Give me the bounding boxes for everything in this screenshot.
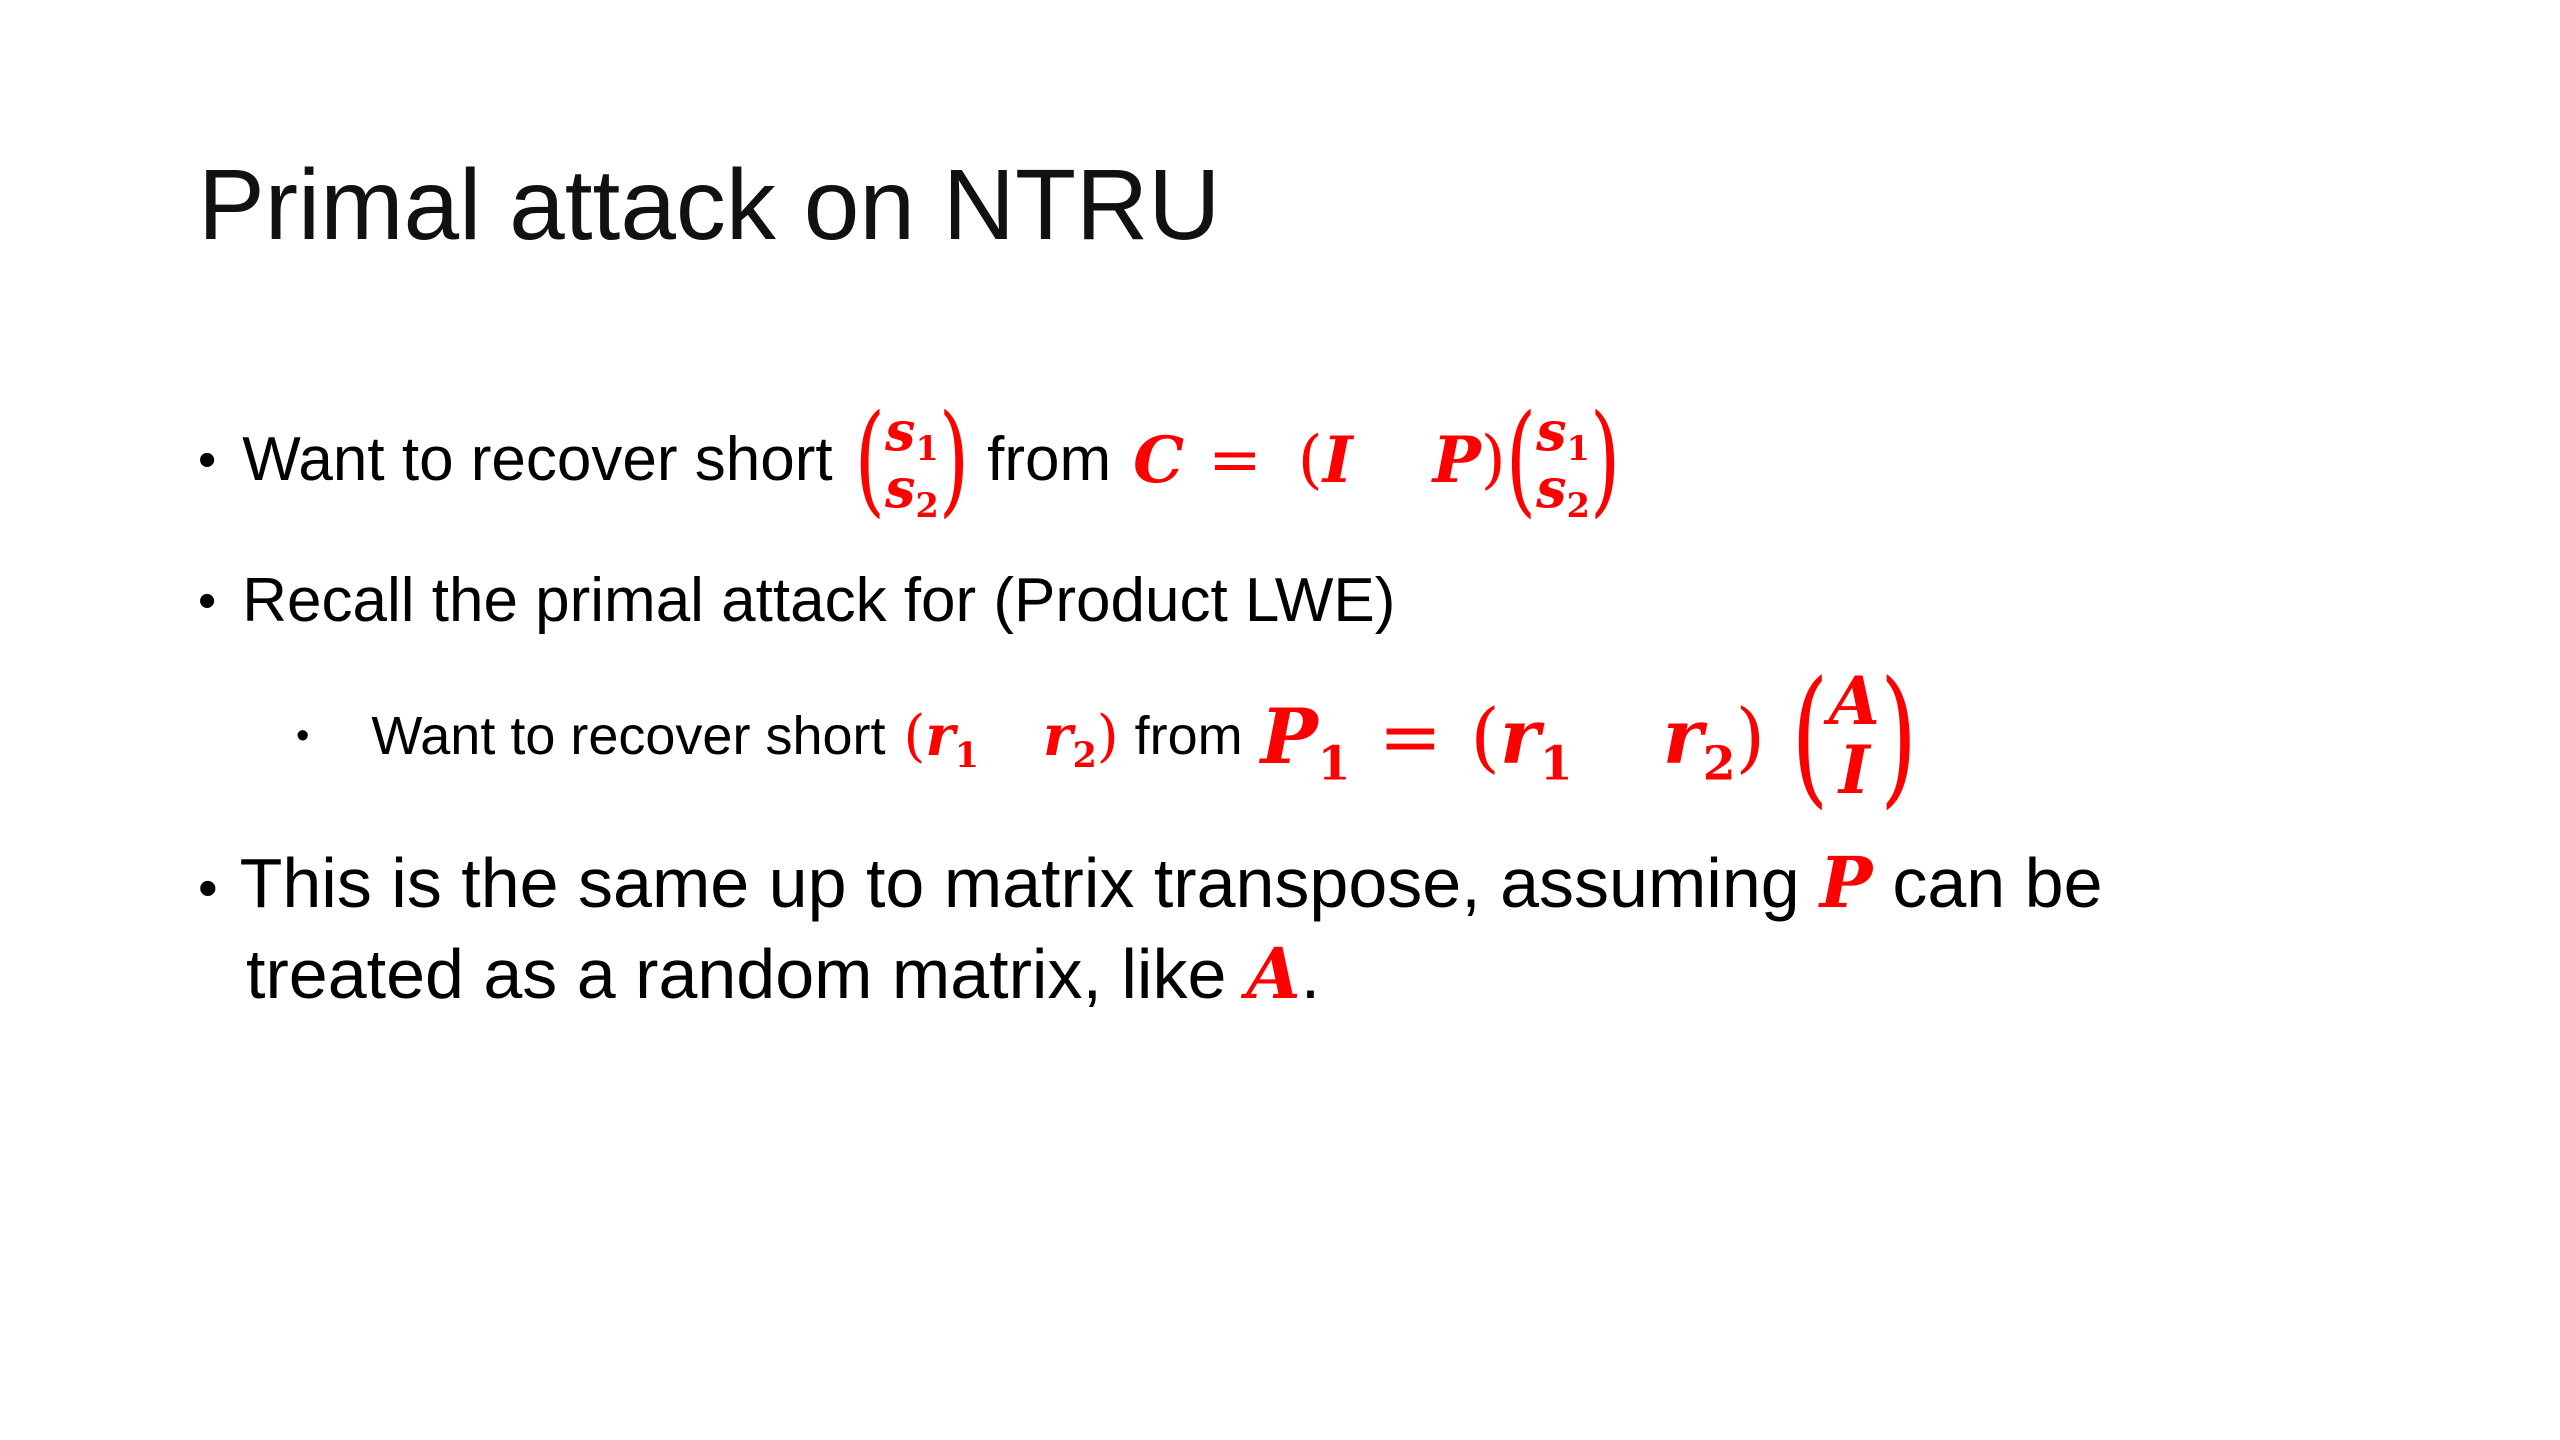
bullet-1-text-b: from	[987, 425, 1112, 495]
vector-ai: ( A I )	[1791, 649, 1918, 823]
bullet-3-line-2-a: treated as a random matrix, like	[246, 935, 1227, 1013]
bullet-3-line-1-b: can be	[1892, 844, 2103, 922]
sub-bullet-text-a: Want to recover short	[371, 705, 886, 766]
equation-c: C = ( I P )	[1133, 422, 1506, 498]
bullet-3-line-2-b: .	[1300, 935, 1321, 1013]
bullet-2: • Recall the primal attack for (Product …	[198, 556, 1395, 646]
bullet-marker: •	[198, 856, 218, 919]
bullet-marker: •	[198, 572, 217, 630]
bullet-1-text-a: Want to recover short	[242, 425, 833, 495]
variable-p: P	[1819, 841, 1873, 924]
bullet-marker: •	[198, 431, 217, 489]
sub-bullet-marker: •	[296, 715, 310, 757]
sub-bullet-text-b: from	[1134, 705, 1243, 766]
slide-title: Primal attack on NTRU	[198, 149, 1221, 261]
vector-s: ( s1 s2 )	[854, 390, 970, 530]
bullet-2-text: Recall the primal attack for (Product LW…	[242, 566, 1396, 636]
bullet-1: • Want to recover short ( s1 s2 ) from C…	[198, 380, 1620, 540]
bullet-3: • This is the same up to matrix transpos…	[198, 838, 2498, 1020]
variable-a: A	[1246, 932, 1301, 1015]
equation-p1: P1 = ( r1 r2 )	[1260, 691, 1766, 791]
bullet-3-line-1-a: This is the same up to matrix transpose,…	[239, 844, 1800, 922]
vector-s-rhs: ( s1 s2 )	[1505, 390, 1621, 530]
vector-r: ( r1 r2 )	[903, 703, 1119, 777]
sub-bullet: • Want to recover short ( r1 r2 ) from P…	[296, 656, 1917, 816]
